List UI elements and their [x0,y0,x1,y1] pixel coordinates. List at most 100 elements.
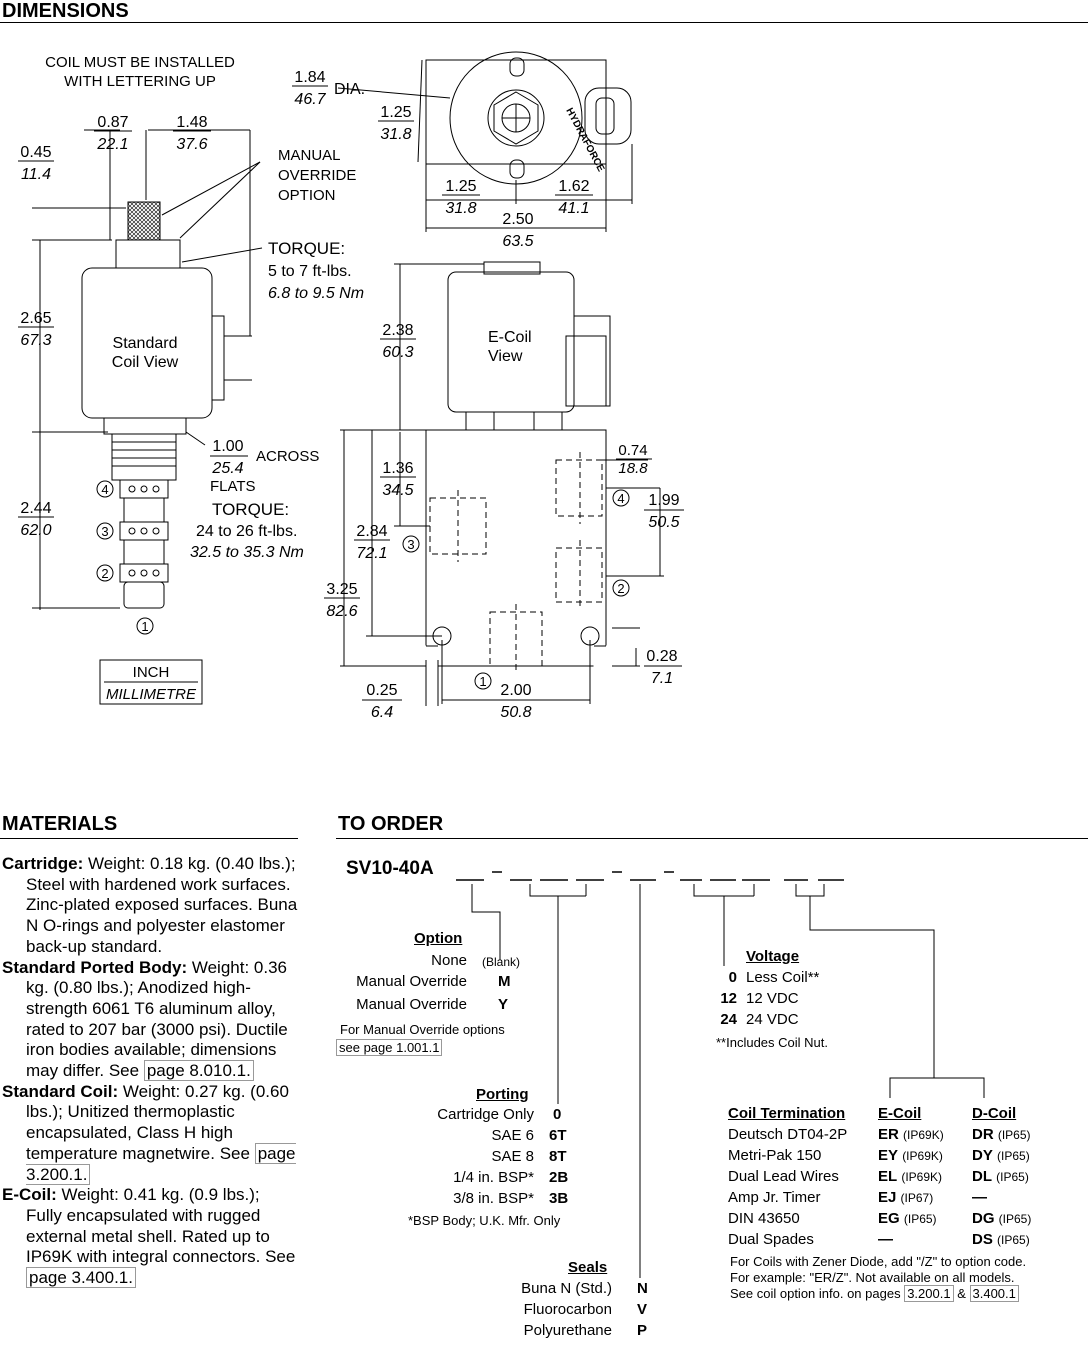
dim-mm: 60.3 [382,344,413,361]
units-mm: MILLIMETRE [106,686,197,703]
dim-mm: 67.3 [20,332,51,349]
dim-mm: 7.1 [651,670,673,687]
manual-override-line3: OPTION [278,187,336,204]
dim-inch: 0.25 [366,682,397,699]
dim-inch: 2.84 [356,523,387,540]
dim-inch: 2.65 [20,310,51,327]
porting-name: SAE 8 [491,1148,534,1165]
port-4-label: 4 [101,482,108,497]
torque-cartridge-metric: 32.5 to 35.3 Nm [190,544,304,561]
materials-section: Cartridge: Weight: 0.18 kg. (0.40 lbs.);… [2,854,300,1289]
order-title: TO ORDER [338,813,444,835]
torque-coil-label: TORQUE: [268,239,345,258]
dimensions-title: DIMENSIONS [2,0,129,22]
porting-name: Cartridge Only [437,1106,534,1123]
materials-rule [0,838,298,839]
materials-body: Standard Ported Body: Weight: 0.36 kg. (… [2,957,288,1082]
dim-mm: 31.8 [445,200,476,217]
ecoil-heading: E-Coil [878,1105,922,1122]
dim-mm: 6.4 [371,704,393,721]
dim-inch: 1.25 [445,178,476,195]
seals-code: V [637,1301,648,1318]
dcoil-heading: D-Coil [972,1105,1017,1122]
dim-inch: 0.45 [20,144,51,161]
across-flats-label2: FLATS [210,478,256,495]
dcoil-code: DS (IP65) [972,1231,1030,1248]
dim-mm: 72.1 [356,545,387,562]
body-page-link[interactable]: page 8.010.1. [143,1060,254,1082]
dim-mm: 37.6 [176,136,207,153]
across-flats-inch: 1.00 [212,438,243,455]
seals-name: Buna N (Std.) [521,1280,612,1297]
coil-page-link-2[interactable]: 3.400.1 [969,1285,1019,1302]
voltage-name: Less Coil** [746,969,820,986]
voltage-name: 12 VDC [746,990,799,1007]
dim-mm: 11.4 [21,166,51,183]
port-2-label: 2 [617,581,624,596]
materials-cartridge: Cartridge: Weight: 0.18 kg. (0.40 lbs.);… [2,854,298,956]
option-code: M [498,973,511,990]
voltage-code: 12 [720,990,737,1007]
voltage-code: 0 [728,969,737,986]
option-page-link[interactable]: see page 1.001.1 [336,1039,443,1056]
coil-page-link[interactable]: page 3.200.1. [26,1142,296,1185]
ecoil-code: EG (IP65) [878,1210,937,1227]
ecoil-code: EJ (IP67) [878,1189,934,1206]
manual-override-line2: OVERRIDE [278,167,356,184]
torque-coil-metric: 6.8 to 9.5 Nm [268,285,364,302]
dim-inch: 2.44 [20,500,51,517]
dim-mm: 82.6 [326,603,357,620]
dim-inch: 1.99 [648,492,679,509]
seals-code: N [637,1280,648,1297]
porting-code: 8T [549,1148,567,1165]
torque-coil-imperial: 5 to 7 ft-lbs. [268,263,352,280]
porting-code: 3B [549,1190,569,1207]
porting-code: 6T [549,1127,567,1144]
ecoil-code: EY (IP69K) [878,1147,943,1164]
dim-mm: 50.5 [648,514,679,531]
coil-term-name: Dual Lead Wires [728,1168,839,1185]
coil-note-line2: WITH LETTERING UP [64,73,216,90]
porting-name: 1/4 in. BSP* [453,1169,534,1186]
materials-ecoil: E-Coil: Weight: 0.41 kg. (0.9 lbs.); Ful… [2,1185,296,1289]
manual-override-line1: MANUAL [278,147,341,164]
porting-code: 0 [553,1106,562,1123]
coil-page-link-1[interactable]: 3.200.1 [904,1285,954,1302]
dim-inch: 2.50 [502,211,533,228]
port-1-label: 1 [141,619,148,634]
dim-mm: 46.7 [294,91,326,108]
dcoil-code: DG (IP65) [972,1210,1032,1227]
ecoil-page-link[interactable]: page 3.400.1. [26,1267,136,1289]
coil-term-name: Metri-Pak 150 [728,1147,822,1164]
dia-label: DIA. [334,81,365,98]
dim-mm: 50.8 [500,704,531,721]
dim-inch: 1.48 [176,114,207,131]
materials-coil: Standard Coil: Weight: 0.27 kg. (0.60 lb… [2,1081,296,1185]
dimensions-drawing: COIL MUST BE INSTALLED WITH LETTERING UP… [18,51,684,721]
materials-title: MATERIALS [2,813,118,835]
port-4-label: 4 [617,491,624,506]
coil-term-name: DIN 43650 [728,1210,800,1227]
porting-heading: Porting [476,1086,529,1103]
dim-inch: 2.00 [500,682,531,699]
coil-term-name: Amp Jr. Timer [728,1189,821,1206]
coil-note-line1: COIL MUST BE INSTALLED [45,54,235,71]
standard-coil-drawing [81,201,252,609]
porting-name: 3/8 in. BSP* [453,1190,534,1207]
zener-note-2: For example: "ER/Z". Not available on al… [730,1270,1015,1285]
ecoil-body-drawing [425,261,611,672]
option-name: Manual Override [356,996,467,1013]
option-name: Manual Override [356,973,467,990]
torque-cartridge-label: TORQUE: [212,500,289,519]
dcoil-code: DL (IP65) [972,1168,1029,1185]
dim-mm: 63.5 [502,233,533,250]
dim-inch: 0.28 [646,648,677,665]
seals-name: Polyurethane [523,1322,612,1339]
porting-note: *BSP Body; U.K. Mfr. Only [408,1213,561,1228]
dim-inch: 1.36 [382,460,413,477]
port-2-label: 2 [101,566,108,581]
dim-inch: 1.25 [380,104,411,121]
torque-cartridge-imperial: 24 to 26 ft-lbs. [196,523,297,540]
model-code: SV10-40A [346,858,434,879]
top-view-drawing [425,51,632,185]
